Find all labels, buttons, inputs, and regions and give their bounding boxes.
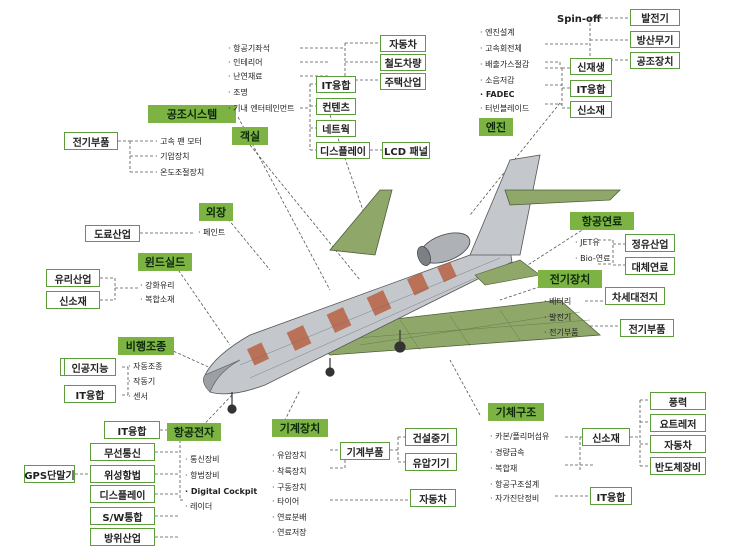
mech-item-fuel-dist: 연료분배 — [272, 513, 306, 523]
category-structure: 기체구조 — [488, 403, 544, 421]
avionics-item-cockpit: Digital Cockpit — [185, 487, 257, 497]
cabin-box-housing: 주택산업 — [380, 73, 426, 90]
avionics-box-it: IT융합 — [104, 421, 160, 439]
cabin-box-lcd: LCD 패널 — [382, 142, 430, 159]
engine-box-new-material: 신소재 — [570, 101, 612, 118]
engine-item-fadec: FADEC — [480, 90, 515, 100]
cabin-box-it: IT융합 — [316, 76, 356, 93]
flight-item-autopilot: 자동조종 — [128, 362, 162, 372]
avionics-box-defense: 방위산업 — [90, 528, 155, 546]
struct-box-wind: 풍력 — [650, 392, 706, 410]
flight-item-actuator: 작동기 — [128, 377, 155, 387]
fuel-box-refining: 정유산업 — [625, 234, 675, 252]
category-cabin: 객실 — [232, 127, 268, 145]
avionics-item-radar: 레이더 — [185, 502, 212, 512]
mech-item-tire: 타이어 — [272, 497, 299, 507]
aircon-item-pressure: 기압장치 — [155, 152, 189, 162]
cabin-box-network: 네트웍 — [316, 120, 356, 137]
aircon-item-temperature: 온도조절장치 — [155, 168, 204, 178]
struct-box-material: 신소재 — [582, 428, 630, 446]
category-flight-control: 비행조종 — [118, 337, 174, 355]
windshield-box-material: 신소재 — [46, 291, 100, 309]
electrical-item-parts: 전기부품 — [544, 328, 578, 338]
avionics-box-display: 디스플레이 — [90, 485, 155, 503]
exterior-box-paint: 도료산업 — [85, 225, 140, 242]
struct-box-it: IT융합 — [590, 487, 632, 505]
cabin-item-seat: 항공기좌석 — [228, 44, 270, 54]
aircon-box-electric-parts: 전기부품 — [64, 132, 118, 150]
cabin-box-display: 디스플레이 — [316, 142, 370, 159]
mech-box-construction: 건설중기 — [405, 428, 457, 446]
electrical-box-parts: 전기부품 — [620, 319, 674, 337]
mech-box-auto: 자동차 — [410, 489, 456, 507]
windshield-box-glass: 유리산업 — [46, 269, 100, 287]
engine-item-turbine: 터빈블레이드 — [480, 104, 529, 114]
category-electrical: 전기장치 — [538, 270, 602, 288]
engine-box-defense: 방산무기 — [630, 31, 680, 48]
cabin-box-contents: 컨텐츠 — [316, 98, 356, 115]
fuel-item-bio: Bio-연료 — [575, 254, 610, 264]
category-exterior: 외장 — [199, 203, 233, 221]
electrical-item-battery: 배터리 — [544, 297, 571, 307]
avionics-box-gps: GPS단말기 — [24, 465, 75, 483]
category-mechanical: 기계장치 — [272, 419, 328, 437]
struct-item-selfdiag: 자가진단정비 — [490, 494, 539, 504]
fuel-item-jet: JET유 — [575, 238, 600, 248]
engine-box-hvac: 공조장치 — [630, 52, 680, 69]
aircon-item-fan-motor: 고속 팬 모터 — [155, 137, 202, 147]
electrical-item-generator: 발전기 — [544, 313, 571, 323]
avionics-box-wireless: 무선통신 — [90, 443, 155, 461]
flight-item-sensor: 센서 — [128, 392, 148, 402]
avionics-item-nav: 항법장비 — [185, 471, 219, 481]
mech-item-drive: 구동장치 — [272, 483, 306, 493]
electrical-box-battery: 차세대전지 — [605, 287, 665, 305]
struct-item-design: 항공구조설계 — [490, 480, 539, 490]
struct-box-auto: 자동차 — [650, 435, 706, 453]
category-engine: 엔진 — [479, 118, 513, 136]
cabin-box-auto: 자동차 — [380, 35, 426, 52]
engine-item-emission: 배출가스절감 — [480, 60, 529, 70]
category-aircon: 공조시스템 — [148, 105, 236, 123]
cabin-item-lighting: 조명 — [228, 88, 248, 98]
flight-box-it: IT융합 — [64, 385, 116, 403]
category-windshield: 윈드실드 — [138, 253, 192, 271]
mech-item-hydraulic: 유압장치 — [272, 451, 306, 461]
struct-item-light-metal: 경량금속 — [490, 448, 524, 458]
engine-item-design: 엔진설계 — [480, 28, 514, 38]
category-avionics: 항공전자 — [167, 423, 221, 441]
engine-item-noise: 소음저감 — [480, 76, 514, 86]
flight-box-ai: 인공지능 — [64, 358, 116, 376]
engine-item-rotor: 고속회전체 — [480, 44, 522, 54]
engine-spinoff-label: Spin-off — [557, 14, 602, 25]
cabin-item-flame-retardant: 난연재료 — [228, 72, 262, 82]
engine-box-renewable: 신재생 — [570, 58, 612, 75]
avionics-box-sw: S/W통합 — [90, 507, 155, 525]
avionics-item-comm: 통신장비 — [185, 455, 219, 465]
struct-item-composite: 복합재 — [490, 464, 517, 474]
fuel-box-alt: 대체연료 — [625, 257, 675, 275]
mech-item-landing: 착륙장치 — [272, 467, 306, 477]
cabin-item-interior: 인테리어 — [228, 58, 262, 68]
avionics-box-satnav: 위성항법 — [90, 465, 155, 483]
cabin-item-entertainment: 기내 엔터테인먼트 — [228, 104, 294, 114]
cabin-box-rail: 철도차량 — [380, 54, 426, 71]
mech-box-hydraulic: 유압기기 — [405, 453, 457, 471]
mech-item-fuel-storage: 연료저장 — [272, 528, 306, 538]
engine-box-it: IT융합 — [570, 80, 612, 97]
windshield-item-glass: 강화유리 — [140, 281, 174, 291]
engine-box-generator: 발전기 — [630, 9, 680, 26]
category-aviation-fuel: 항공연료 — [570, 212, 634, 230]
windshield-item-composite: 복합소재 — [140, 295, 174, 305]
struct-item-carbon: 카본/폴리머섬유 — [490, 432, 549, 442]
mech-box-parts: 기계부품 — [340, 442, 390, 460]
exterior-item-paint: 페인트 — [198, 228, 225, 238]
struct-box-semiconductor: 반도체장비 — [650, 457, 706, 475]
struct-box-yacht: 요트레저 — [650, 414, 706, 432]
